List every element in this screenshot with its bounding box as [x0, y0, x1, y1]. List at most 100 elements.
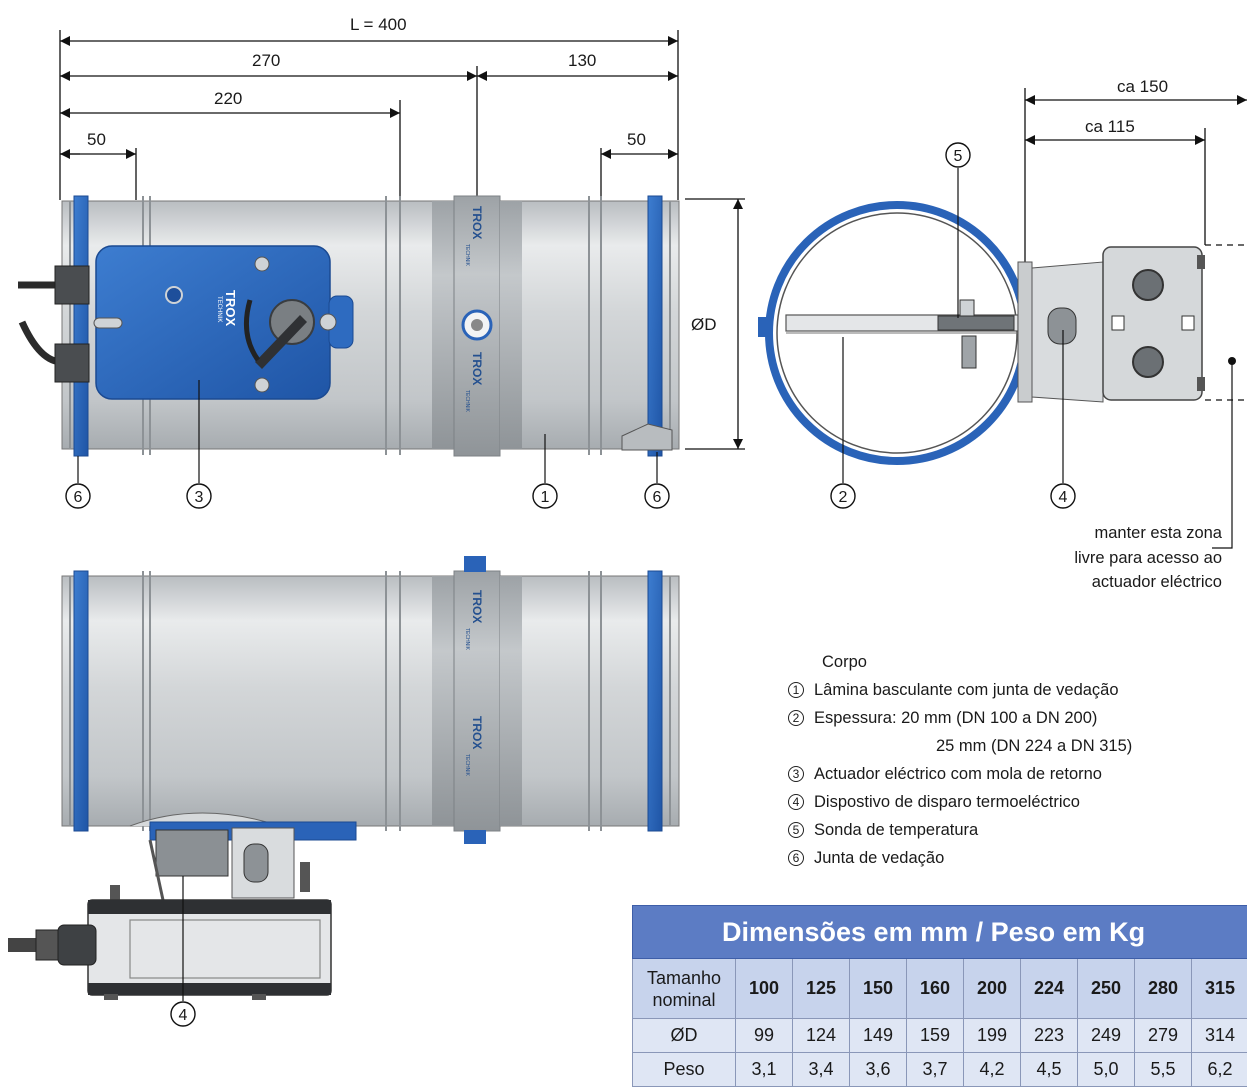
size-cell: 280	[1134, 958, 1192, 1019]
diameter-cell: 149	[849, 1018, 907, 1053]
actuator-brand-sub: TECHNIK	[216, 296, 222, 322]
weight-label-cell: Peso	[632, 1052, 736, 1087]
legend-item-3: 3 Actuador eléctrico com mola de retorno	[788, 760, 1132, 788]
legend-item-2b: 25 mm (DN 224 a DN 315)	[936, 737, 1133, 755]
legend: Corpo 1 Lâmina basculante com junta de ve…	[788, 648, 1132, 872]
note-line-3: actuador eléctrico	[1091, 573, 1222, 591]
size-cell: 160	[906, 958, 964, 1019]
access-zone-note: manter esta zona livre para acesso ao ac…	[1020, 521, 1222, 595]
svg-text:1: 1	[541, 489, 550, 506]
size-label-1: Tamanho	[646, 967, 722, 988]
callout-6-left: 6	[65, 483, 91, 509]
size-label-2: nominal	[652, 989, 716, 1010]
callout-5: 5	[945, 142, 971, 168]
diameter-cell: 124	[792, 1018, 850, 1053]
diameter-cell: 249	[1077, 1018, 1135, 1053]
svg-text:6: 6	[653, 489, 662, 506]
dim-220-label: 220	[214, 89, 242, 108]
callout-4-side: 4	[1050, 483, 1076, 509]
weight-cell: 3,7	[906, 1052, 964, 1087]
callout-2: 2	[830, 483, 856, 509]
bottom-brand-label-2: TROX	[470, 716, 484, 749]
dim-ca150-label: ca 150	[1117, 77, 1168, 96]
dim-50-left-label: 50	[87, 130, 106, 149]
weight-cell: 4,5	[1020, 1052, 1078, 1087]
svg-text:2: 2	[839, 489, 848, 506]
legend-num-3: 3	[788, 766, 804, 782]
dim-50-right-label: 50	[627, 130, 646, 149]
legend-item-2: 2 Espessura: 20 mm (DN 100 a DN 200)	[788, 704, 1132, 732]
svg-text:3: 3	[195, 489, 204, 506]
size-cell: 224	[1020, 958, 1078, 1019]
svg-text:5: 5	[954, 148, 963, 165]
callout-3: 3	[186, 483, 212, 509]
legend-num-6: 6	[788, 850, 804, 866]
legend-text-5: Sonda de temperatura	[814, 821, 979, 839]
callout-1: 1	[532, 483, 558, 509]
diameter-cell: 223	[1020, 1018, 1078, 1053]
band-brand-label-bottom: TROX	[470, 352, 484, 385]
legend-item-1: 1 Lâmina basculante com junta de vedação	[788, 676, 1132, 704]
note-line-1: manter esta zona	[1094, 524, 1223, 542]
legend-text-2: Espessura: 20 mm (DN 100 a DN 200)	[814, 709, 1098, 727]
diameter-cell: 159	[906, 1018, 964, 1053]
svg-text:4: 4	[1059, 489, 1068, 506]
weight-cell: 5,5	[1134, 1052, 1192, 1087]
table-title: Dimensões em mm / Peso em Kg	[632, 905, 1247, 959]
callouts: 6 3 1 6 5 2 4 4	[65, 142, 1076, 1027]
legend-item-5: 5 Sonda de temperatura	[788, 816, 1132, 844]
note-line-2: livre para acesso ao	[1074, 548, 1222, 567]
weight-cell: 3,4	[792, 1052, 850, 1087]
size-cell: 150	[849, 958, 907, 1019]
diameter-cell: 199	[963, 1018, 1021, 1053]
legend-num-1: 1	[788, 682, 804, 698]
size-cell: 250	[1077, 958, 1135, 1019]
weight-cell: 6,2	[1191, 1052, 1247, 1087]
svg-text:6: 6	[74, 489, 83, 506]
dimension-labels: L = 400 270 130 220 50 50 ØD ca 150 ca 1…	[87, 15, 1168, 334]
bottom-brand-sub-1: TECHNIK	[464, 628, 470, 651]
dim-ca115-label: ca 115	[1085, 117, 1135, 136]
weight-cell: 3,6	[849, 1052, 907, 1087]
weight-cell: 4,2	[963, 1052, 1021, 1087]
legend-text-6: Junta de vedação	[814, 849, 945, 867]
dim-130-label: 130	[568, 51, 596, 70]
dim-270-label: 270	[252, 51, 280, 70]
actuator-brand-label: TROX	[223, 290, 238, 326]
bottom-view: TROX TECHNIK TROX TECHNIK	[8, 556, 680, 1001]
weight-cell: 3,1	[735, 1052, 793, 1087]
diameter-label-cell: ØD	[632, 1018, 736, 1053]
legend-item-4: 4 Dispostivo de disparo termoeléctrico	[788, 788, 1132, 816]
diameter-cell: 279	[1134, 1018, 1192, 1053]
dim-total-label: L = 400	[350, 15, 407, 34]
bottom-brand-label-1: TROX	[470, 590, 484, 623]
size-cell: 100	[735, 958, 793, 1019]
end-view	[758, 168, 1247, 549]
callout-4-bottom: 4	[170, 1001, 196, 1027]
legend-num-2: 2	[788, 710, 804, 726]
legend-heading: Corpo	[822, 653, 867, 671]
legend-text-3: Actuador eléctrico com mola de retorno	[814, 765, 1102, 783]
band-brand-sub-top: TECHNIK	[464, 244, 470, 267]
callout-6-right: 6	[644, 483, 670, 509]
size-cell: 125	[792, 958, 850, 1019]
side-view: TROX TECHNIK TROX TECHNIK TROX TECHNIK	[18, 195, 680, 483]
diameter-cell: 314	[1191, 1018, 1247, 1053]
dim-diameter-label: ØD	[691, 315, 717, 334]
legend-text-4: Dispostivo de disparo termoeléctrico	[814, 793, 1080, 811]
band-brand-sub-bottom: TECHNIK	[464, 390, 470, 413]
legend-num-4: 4	[788, 794, 804, 810]
svg-text:4: 4	[179, 1007, 188, 1024]
weight-cell: 5,0	[1077, 1052, 1135, 1087]
size-cell: 200	[963, 958, 1021, 1019]
legend-text-1: Lâmina basculante com junta de vedação	[814, 681, 1119, 699]
legend-num-5: 5	[788, 822, 804, 838]
diameter-cell: 99	[735, 1018, 793, 1053]
bottom-brand-sub-2: TECHNIK	[464, 754, 470, 777]
